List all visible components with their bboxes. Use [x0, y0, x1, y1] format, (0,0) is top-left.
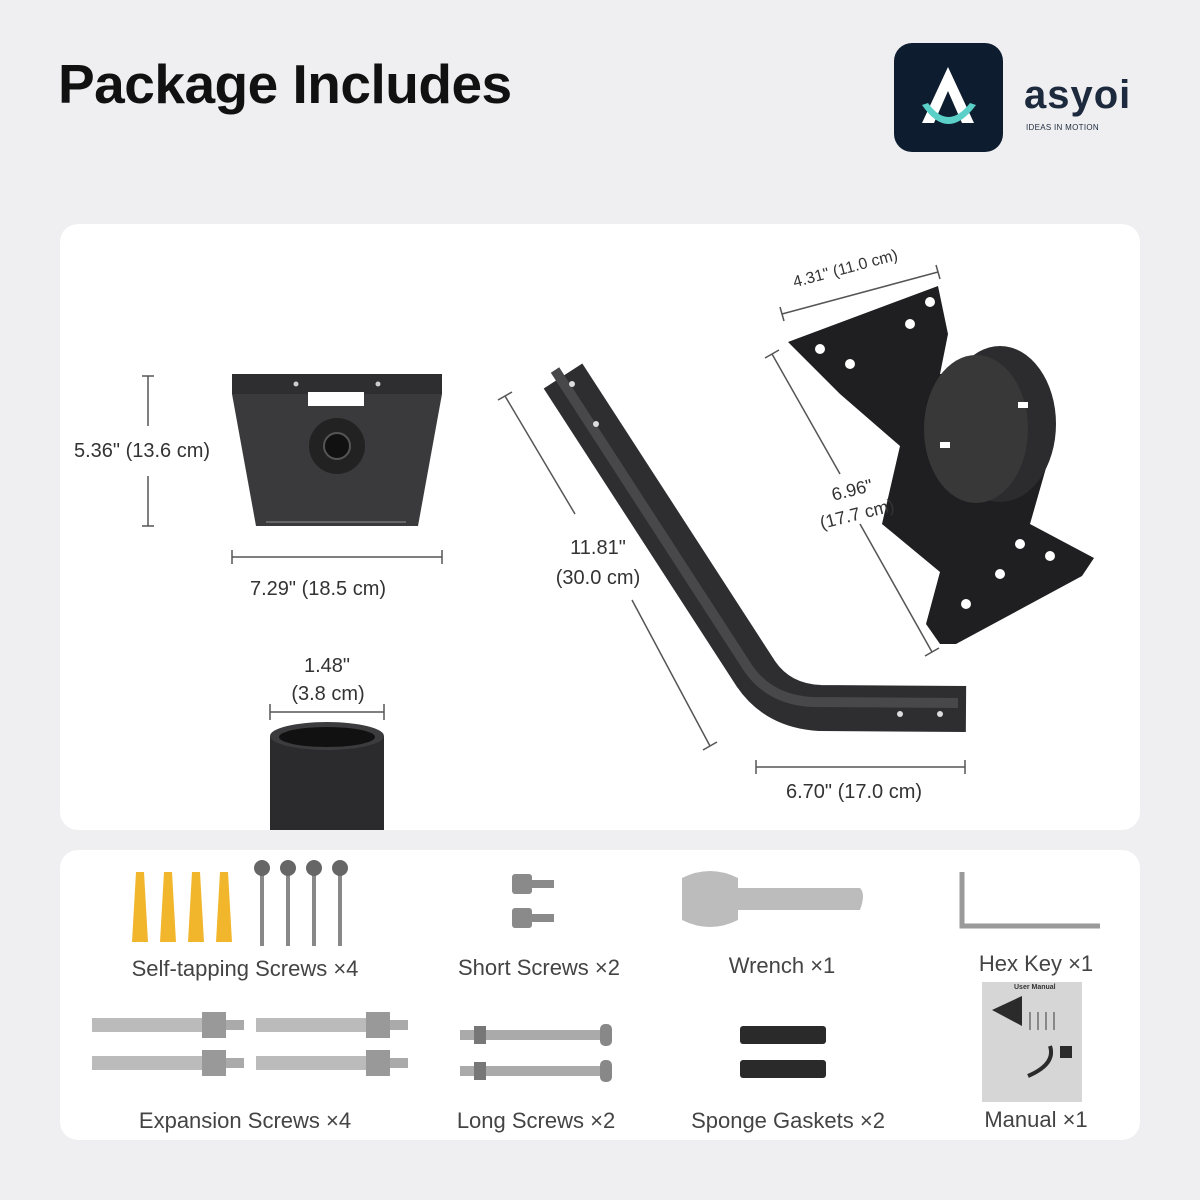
pipe-icon: [270, 722, 384, 830]
label-long-screws: Long Screws ×2: [456, 1108, 616, 1133]
arm-length-inches: 11.81": [570, 537, 626, 559]
long-screw-icon: [460, 1024, 612, 1082]
main-parts-illustration: [142, 264, 1094, 830]
arm-length-line: [497, 391, 718, 751]
manual-cover-title: User Manual: [1014, 984, 1056, 991]
manual-icon: [982, 982, 1082, 1102]
wall-plate-icon: [232, 374, 442, 526]
accessories-illustration: [92, 860, 1100, 1102]
brand-logo: asyoi IDEAS IN MOTION: [894, 43, 1154, 155]
asyoi-logo-icon: [922, 67, 976, 124]
wrench-icon: [682, 871, 863, 927]
arm-icon: [543, 363, 967, 732]
adapter-length-line: [764, 349, 940, 657]
hex-key-icon: [959, 872, 1100, 929]
brand-tile: [894, 43, 1003, 152]
pipe-diameter-line: [269, 704, 385, 720]
label-manual: Manual ×1: [984, 1107, 1088, 1132]
pipe-diameter-cm: (3.8 cm): [291, 683, 365, 705]
wall-plate-width: 7.29" (18.5 cm): [250, 578, 387, 600]
label-short-screws: Short Screws ×2: [457, 955, 621, 980]
anchor-and-screw-icon: [132, 860, 348, 946]
short-screw-icon: [512, 874, 554, 928]
label-sponge-gaskets: Sponge Gaskets ×2: [691, 1108, 885, 1133]
wall-plate-height-line: [142, 375, 154, 527]
arm-reach-line: [755, 760, 966, 774]
expansion-bolt-icon: [92, 1012, 408, 1076]
arm-reach: 6.70" (17.0 cm): [786, 781, 923, 803]
main-parts-panel: 5.36" (13.6 cm) 7.29" (18.5 cm) 1.48" (3…: [60, 224, 1140, 830]
pipe-diameter-inches: 1.48": [303, 655, 351, 677]
brand-tagline: IDEAS IN MOTION: [1026, 123, 1099, 132]
brand-name: asyoi: [1024, 73, 1132, 117]
adapter-width-line: [779, 264, 941, 322]
label-expansion-screws: Expansion Screws ×4: [138, 1108, 352, 1133]
sponge-gasket-icon: [740, 1026, 826, 1078]
arm-length-cm: (30.0 cm): [555, 567, 641, 589]
label-wrench: Wrench ×1: [728, 953, 836, 978]
wall-plate-height: 5.36" (13.6 cm): [74, 440, 211, 462]
label-hex-key: Hex Key ×1: [978, 951, 1094, 976]
wall-plate-width-line: [231, 550, 443, 564]
adapter-plate-icon: [788, 286, 1094, 644]
label-self-tapping-screws: Self-tapping Screws ×4: [131, 956, 359, 981]
accessories-panel: User Manual Self-tapping Screws ×4 Short…: [60, 850, 1140, 1140]
page-title: Package Includes: [58, 53, 512, 115]
